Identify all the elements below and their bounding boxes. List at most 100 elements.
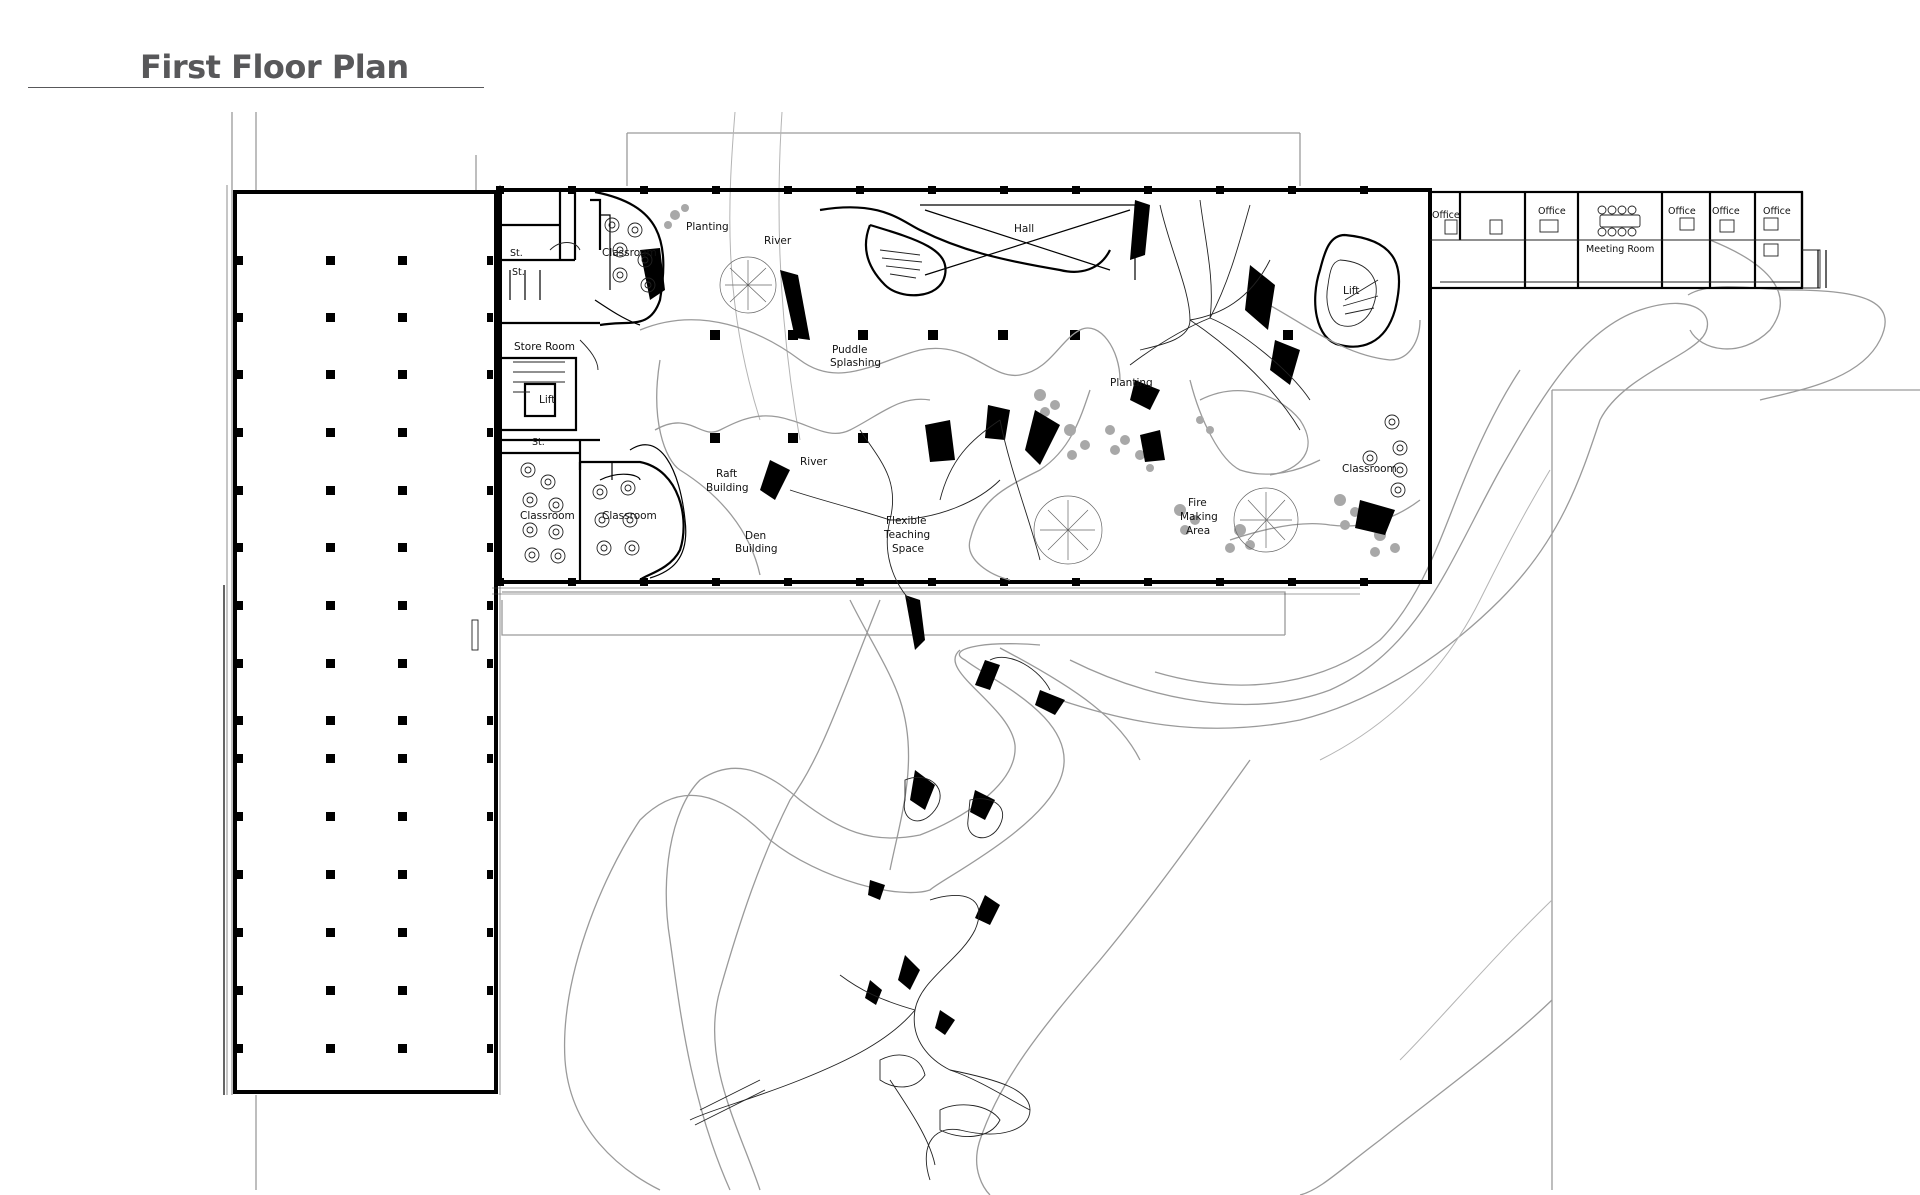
- column-marker: [326, 543, 335, 552]
- mullion-marker: [712, 186, 720, 194]
- column-marker: [487, 870, 493, 879]
- column-marker: [237, 812, 243, 821]
- chair: [620, 480, 636, 496]
- sculptural-forms: [640, 200, 1395, 1035]
- mullion-marker: [1072, 186, 1080, 194]
- chair-seat: [1396, 444, 1404, 452]
- label-planting-center: Planting: [1110, 377, 1153, 389]
- chair: [1362, 450, 1378, 466]
- label-planting-north: Planting: [686, 221, 729, 233]
- label-building-den: Building: [735, 543, 778, 555]
- mullion-marker: [568, 578, 576, 586]
- chair: [1392, 462, 1408, 478]
- column-marker: [398, 716, 407, 725]
- column-marker: [710, 433, 720, 443]
- column-marker: [487, 601, 493, 610]
- interior-paths: [639, 299, 1421, 581]
- column-marker: [487, 986, 493, 995]
- page-title: First Floor Plan: [140, 48, 409, 86]
- column-marker: [487, 1044, 493, 1053]
- column-marker: [487, 428, 493, 437]
- column-marker: [326, 754, 335, 763]
- chair-seat: [608, 221, 616, 229]
- column-marker: [487, 543, 493, 552]
- label-flexible: Flexible: [886, 515, 926, 527]
- chair-seat: [524, 466, 532, 474]
- label-fire: Fire: [1188, 497, 1207, 509]
- column-marker: [398, 428, 407, 437]
- column-marker: [398, 543, 407, 552]
- column-marker: [398, 601, 407, 610]
- chair-seat: [526, 496, 534, 504]
- label-classroom-sw1: Classroom: [520, 510, 575, 522]
- label-office-1: Office: [1432, 210, 1460, 221]
- mullion-marker: [784, 578, 792, 586]
- chair: [520, 462, 536, 478]
- parking-block: [223, 185, 501, 1095]
- column-marker: [487, 486, 493, 495]
- label-teaching: Teaching: [883, 529, 930, 541]
- classroom-furniture: [520, 217, 1408, 564]
- chair-seat: [626, 516, 634, 524]
- column-marker: [237, 370, 243, 379]
- column-marker: [398, 754, 407, 763]
- chair-seat: [552, 501, 560, 509]
- chair: [637, 252, 653, 268]
- chair: [524, 547, 540, 563]
- chair-seat: [644, 281, 652, 289]
- column-marker: [237, 486, 243, 495]
- label-classroom-east: Classroom: [1342, 463, 1397, 475]
- trees: [719, 256, 1299, 565]
- chair: [640, 277, 656, 293]
- label-office-4: Office: [1712, 206, 1740, 217]
- column-marker: [487, 370, 493, 379]
- mullion-marker: [1144, 578, 1152, 586]
- column-marker: [326, 313, 335, 322]
- mullion-marker: [496, 578, 504, 586]
- mullion-marker: [1072, 578, 1080, 586]
- label-den: Den: [745, 530, 766, 542]
- chair-seat: [1396, 466, 1404, 474]
- label-office-2: Office: [1538, 206, 1566, 217]
- column-marker: [326, 659, 335, 668]
- label-hall: Hall: [1014, 223, 1034, 235]
- column-marker: [398, 256, 407, 265]
- label-building-raft: Building: [706, 482, 749, 494]
- column-marker: [237, 313, 243, 322]
- mullion-marker: [1216, 578, 1224, 586]
- mullion-marker: [1000, 186, 1008, 194]
- column-marker: [998, 330, 1008, 340]
- column-marker: [326, 601, 335, 610]
- mullion-marker: [640, 578, 648, 586]
- chair: [522, 522, 538, 538]
- main-building: [492, 186, 1827, 595]
- chair: [548, 524, 564, 540]
- column-marker: [237, 716, 243, 725]
- label-lift-east: Lift: [1343, 285, 1359, 297]
- chair-seat: [631, 226, 639, 234]
- label-puddle: Puddle: [832, 344, 868, 356]
- chair-seat: [526, 526, 534, 534]
- column-marker: [237, 928, 243, 937]
- column-marker: [487, 659, 493, 668]
- column-marker: [326, 812, 335, 821]
- chair: [1384, 414, 1400, 430]
- column-marker: [1070, 330, 1080, 340]
- mullion-marker: [1144, 186, 1152, 194]
- label-making: Making: [1180, 511, 1218, 523]
- label-st-2: St.: [512, 267, 525, 278]
- chair: [627, 222, 643, 238]
- mullion-marker: [1288, 578, 1296, 586]
- column-marker: [858, 330, 868, 340]
- column-marker: [326, 428, 335, 437]
- column-marker: [487, 928, 493, 937]
- chair: [1392, 440, 1408, 456]
- chair-seat: [1394, 486, 1402, 494]
- column-marker: [858, 433, 868, 443]
- label-office-3: Office: [1668, 206, 1696, 217]
- column-marker: [237, 543, 243, 552]
- mullion-marker: [568, 186, 576, 194]
- chair: [1390, 482, 1406, 498]
- column-marker: [487, 716, 493, 725]
